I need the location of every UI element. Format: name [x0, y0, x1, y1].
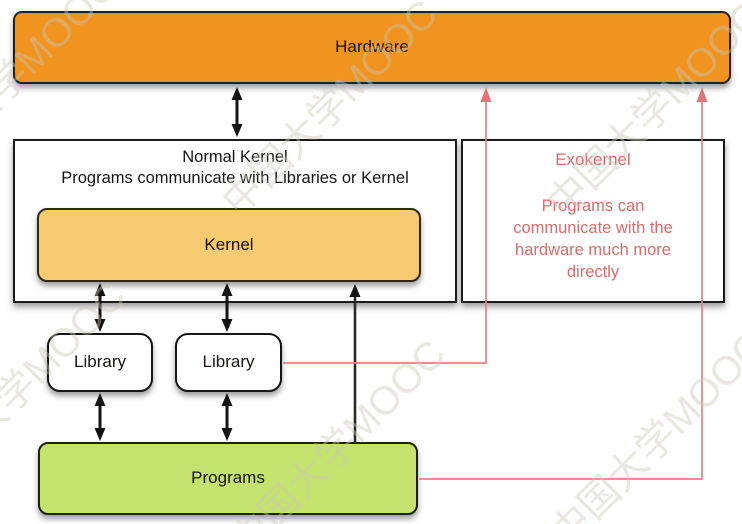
exokernel-box: Exokernel Programs can communicate with …	[461, 139, 725, 303]
normal-kernel-title: Normal Kernel	[182, 148, 288, 166]
library-label: Library	[202, 352, 255, 372]
library-box-2: Library	[175, 333, 282, 392]
kernel-box: Kernel	[37, 208, 421, 282]
arrow-library-2-programs	[221, 393, 233, 441]
hardware-box: Hardware	[13, 11, 731, 84]
programs-box: Programs	[38, 442, 418, 515]
exokernel-description: Programs can communicate with the hardwa…	[463, 195, 723, 283]
hardware-label: Hardware	[335, 37, 409, 57]
exokernel-description-line: Programs can	[541, 197, 645, 215]
arrow-hardware-normal-kernel	[231, 87, 243, 137]
arrow-library-1-programs	[94, 393, 106, 441]
programs-label: Programs	[191, 468, 265, 488]
exokernel-description-line: communicate with the	[513, 219, 673, 237]
exokernel-description-line: directly	[566, 263, 620, 281]
library-box-1: Library	[47, 333, 153, 392]
watermark-text: 中国大学MOOC	[541, 323, 742, 524]
arrow-programs-kernel	[349, 284, 361, 443]
exokernel-title: Exokernel	[555, 150, 631, 169]
normal-kernel-subtitle: Programs communicate with Libraries or K…	[61, 169, 409, 187]
library-label: Library	[74, 352, 126, 372]
kernel-label: Kernel	[204, 234, 254, 254]
exokernel-description-line: hardware much more	[515, 241, 671, 259]
